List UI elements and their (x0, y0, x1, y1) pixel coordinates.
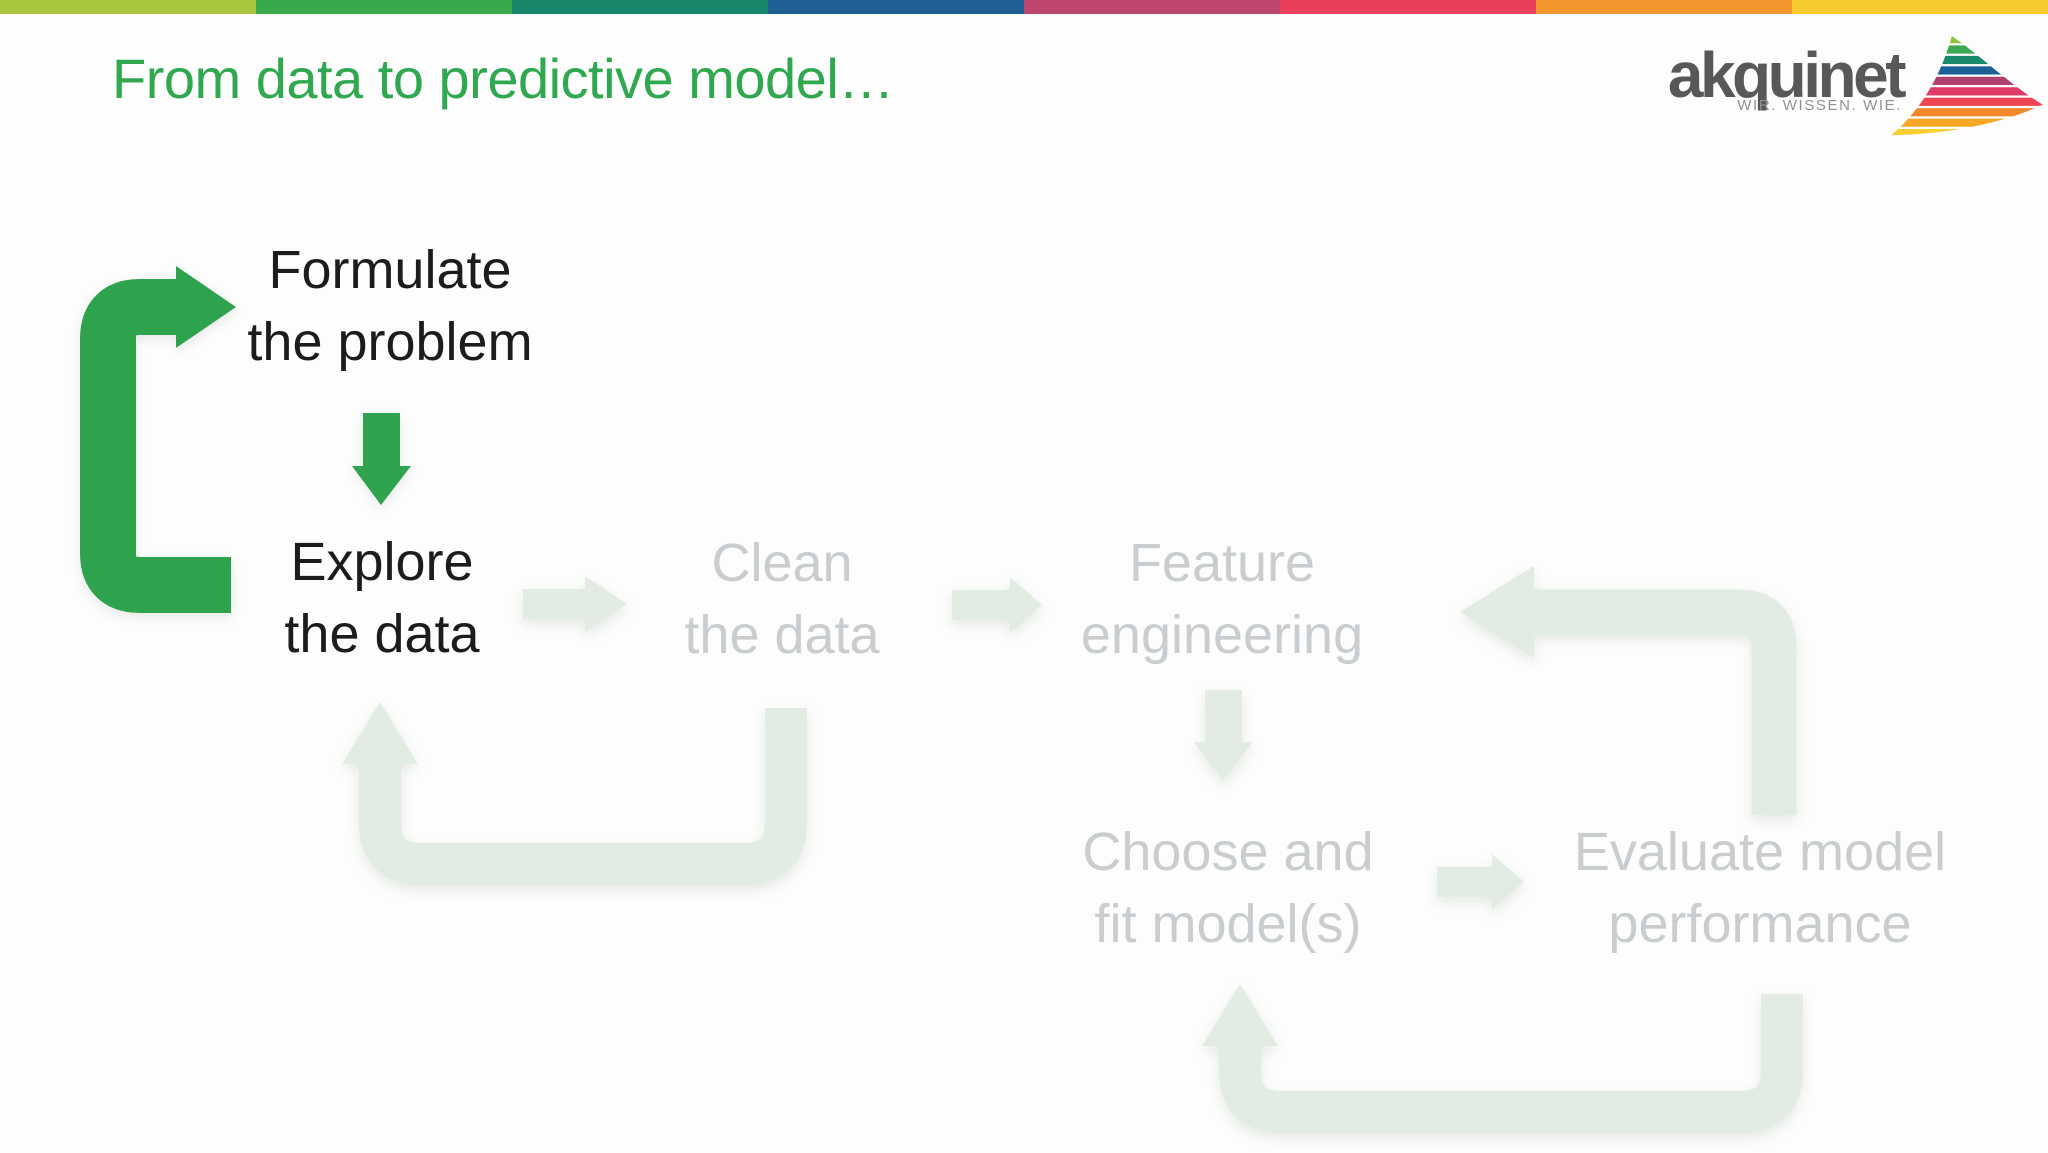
sail-stripe (1891, 66, 2043, 75)
loop-arrowhead-evaluate-to-choose (1202, 984, 1278, 1046)
node-label-line: Evaluate model (1573, 822, 1947, 882)
loop-arrow-explore-to-formulate (80, 279, 231, 613)
node-choose-and-fit-models: Choose and fit model(s) (928, 816, 1528, 960)
color-bar-segment (256, 0, 512, 14)
node-label-line: Explore (290, 532, 474, 592)
color-bar-segment (768, 0, 1024, 14)
loop-arrow-evaluate-to-feature (1534, 589, 1797, 815)
node-label-line: the problem (247, 312, 533, 372)
node-label-line: fit model(s) (1094, 894, 1362, 954)
loop-arrowhead-clean-to-explore (342, 702, 418, 764)
color-bar-segment (0, 0, 256, 14)
node-label-line: engineering (1080, 605, 1364, 665)
node-clean-the-data: Clean the data (482, 527, 1082, 671)
node-formulate-the-problem: Formulate the problem (90, 234, 690, 378)
page-title: From data to predictive model… (112, 47, 894, 110)
arrow-explore-to-clean (523, 576, 627, 632)
arrow-formulate-to-explore (352, 413, 411, 505)
node-label-line: the data (284, 604, 480, 664)
color-bar-segment (1792, 0, 2048, 14)
loop-arrowhead-explore-to-formulate (176, 266, 236, 348)
arrow-clean-to-feature (952, 577, 1042, 633)
arrow-feature-to-choose (1194, 690, 1253, 780)
sail-stripe (1891, 97, 2043, 106)
loop-arrowhead-evaluate-to-feature (1460, 566, 1534, 658)
node-evaluate-model-performance: Evaluate model performance (1460, 816, 2048, 960)
akquinet-logo-wordmark: akquinet (1667, 39, 1907, 111)
color-bar-segment (1280, 0, 1536, 14)
color-bar-segment (1536, 0, 1792, 14)
sail-stripe (1891, 108, 2043, 117)
node-feature-engineering: Feature engineering (922, 527, 1522, 671)
akquinet-logo-tagline: WIR. WISSEN. WIE. (1737, 97, 1902, 114)
node-label-line: the data (684, 605, 880, 665)
loop-arrow-evaluate-to-choose (1219, 994, 1803, 1133)
sail-stripe (1891, 118, 2043, 127)
color-bar-segment (1024, 0, 1280, 14)
sail-stripe (1891, 87, 2043, 96)
loop-arrow-clean-to-explore (359, 708, 807, 885)
node-explore-the-data: Explore the data (82, 526, 682, 670)
color-bar-segment (512, 0, 768, 14)
sail-stripe (1891, 76, 2043, 85)
sail-stripe (1891, 45, 2043, 54)
node-label-line: performance (1608, 894, 1912, 954)
sail-stripe (1891, 55, 2043, 65)
arrow-choose-to-evaluate (1437, 854, 1524, 910)
node-label-line: Formulate (268, 240, 512, 300)
akquinet-sail-icon (1891, 36, 2043, 135)
top-color-bar (0, 0, 2048, 14)
node-label-line: Choose and (1082, 822, 1374, 882)
node-label-line: Clean (711, 533, 853, 593)
node-label-line: Feature (1128, 533, 1316, 593)
